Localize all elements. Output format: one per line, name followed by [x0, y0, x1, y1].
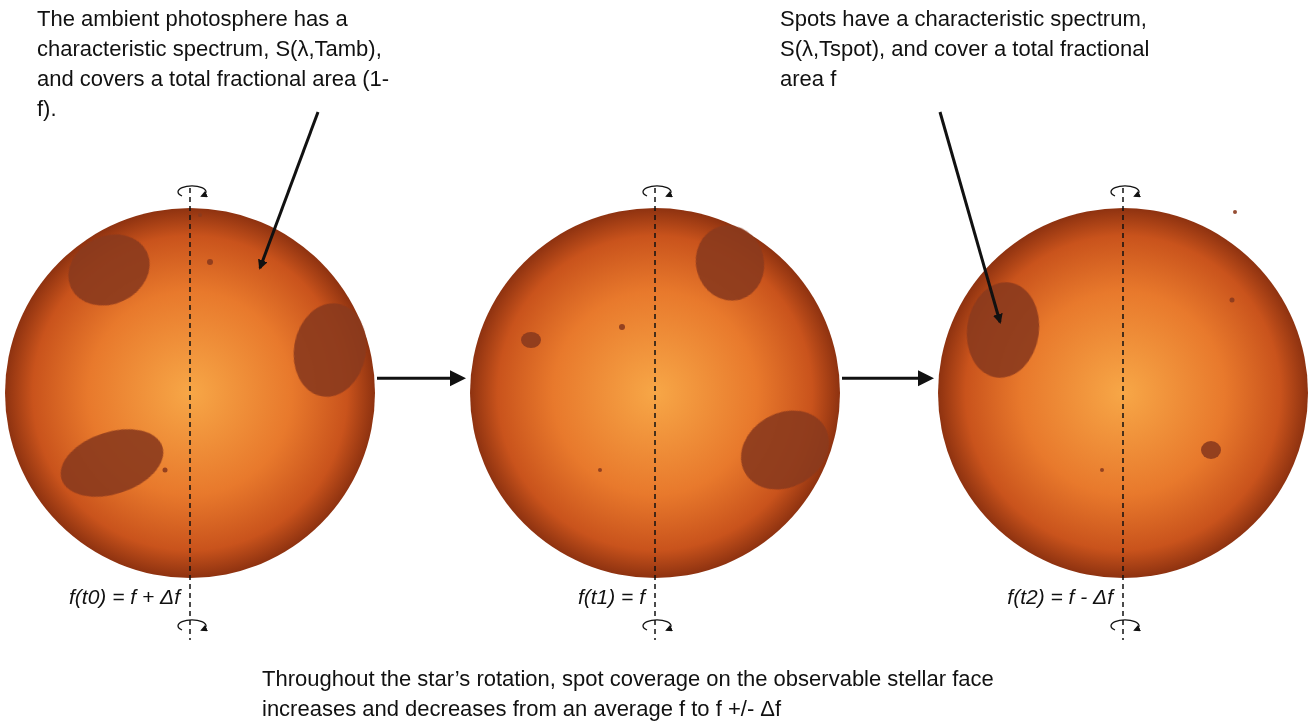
coverage-label: f(t2) = f - Δf — [1007, 584, 1113, 610]
callout-text: The ambient photosphere has a characteri… — [37, 4, 397, 124]
coverage-label: f(t0) = f + Δf — [69, 584, 180, 610]
star-node: f(t1) = f — [470, 208, 840, 578]
coverage-label: f(t1) = f — [578, 584, 645, 610]
star-disk — [5, 186, 375, 640]
star-disk — [938, 186, 1308, 640]
flow-arrow — [842, 370, 934, 386]
caption: Throughout the star’s rotation, spot cov… — [262, 664, 1092, 723]
callout-text: Spots have a characteristic spectrum, S(… — [780, 4, 1160, 94]
star-disk — [470, 186, 843, 640]
star-node: f(t2) = f - Δf — [938, 208, 1308, 578]
leader-arrow — [260, 112, 318, 268]
flow-arrow — [377, 370, 466, 386]
leader-arrow — [940, 112, 1000, 322]
star-node: f(t0) = f + Δf — [5, 208, 375, 578]
